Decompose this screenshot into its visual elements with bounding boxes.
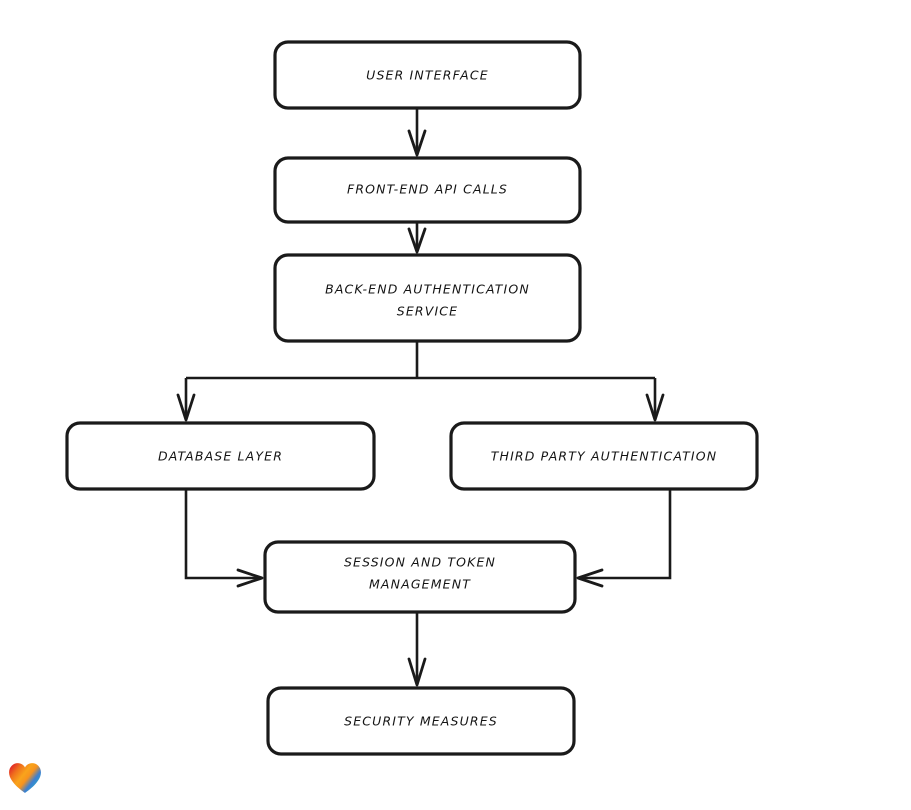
node-database-layer[interactable]: DATABASE LAYER — [65, 421, 376, 491]
node-box-user-interface[interactable] — [273, 40, 582, 110]
node-user-interface[interactable]: USER INTERFACE — [273, 40, 582, 110]
node-box-session-and-token-management[interactable] — [263, 540, 577, 614]
node-label-user-interface: USER INTERFACE — [366, 68, 489, 83]
node-frontend-api-calls[interactable]: FRONT-END API CALLS — [273, 156, 582, 224]
edge-thirdparty-to-session — [576, 489, 672, 588]
node-label-backend-authentication-service-line1: BACK-END AUTHENTICATION — [325, 282, 530, 297]
node-backend-authentication-service[interactable]: BACK-END AUTHENTICATION SERVICE — [273, 253, 582, 343]
node-box-frontend-api-calls[interactable] — [273, 156, 582, 224]
edges-layer — [176, 108, 672, 687]
node-box-security-measures[interactable] — [266, 686, 576, 756]
node-box-third-party-authentication[interactable] — [449, 421, 759, 491]
edge-backend-to-database — [176, 378, 196, 422]
edge-backend-split-trunk — [186, 341, 655, 380]
node-label-session-and-token-management-line2: MANAGEMENT — [369, 577, 471, 592]
edge-session-to-security — [407, 612, 427, 687]
node-label-backend-authentication-service-line2: SERVICE — [397, 304, 458, 319]
node-third-party-authentication[interactable]: THIRD PARTY AUTHENTICATION — [449, 421, 759, 491]
nodes-layer: USER INTERFACE FRONT-END API CALLS BACK-… — [65, 40, 759, 756]
node-security-measures[interactable]: SECURITY MEASURES — [266, 686, 576, 756]
node-label-security-measures: SECURITY MEASURES — [344, 714, 498, 729]
heart-shape — [9, 763, 41, 793]
node-box-database-layer[interactable] — [65, 421, 376, 491]
node-label-third-party-authentication: THIRD PARTY AUTHENTICATION — [491, 449, 718, 464]
node-label-database-layer: DATABASE LAYER — [158, 449, 283, 464]
node-label-session-and-token-management-line1: SESSION AND TOKEN — [344, 555, 496, 570]
edge-api-to-backend — [407, 222, 427, 254]
node-session-and-token-management[interactable]: SESSION AND TOKEN MANAGEMENT — [263, 540, 577, 614]
heart-icon — [9, 763, 41, 793]
edge-ui-to-api — [407, 108, 427, 157]
edge-database-to-session — [184, 489, 264, 588]
node-label-frontend-api-calls: FRONT-END API CALLS — [347, 182, 508, 197]
node-box-backend-authentication-service[interactable] — [273, 253, 582, 343]
edge-backend-to-thirdparty — [645, 378, 665, 422]
